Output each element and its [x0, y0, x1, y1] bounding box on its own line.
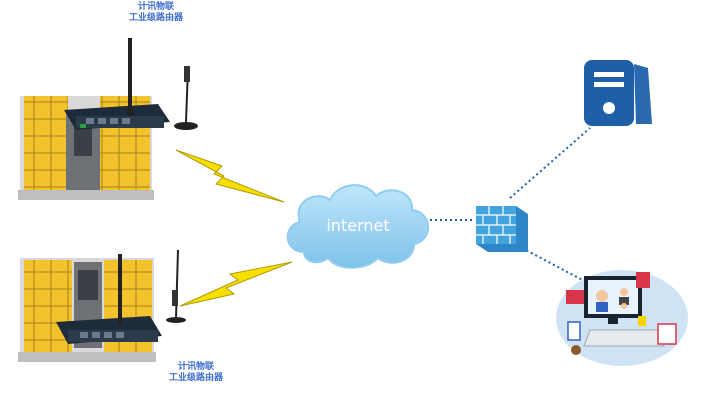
router-icon [64, 104, 170, 130]
lightning-icon [175, 149, 285, 203]
antenna-icon [166, 249, 186, 323]
router-bottom-label-line1: 计讯物联 [177, 362, 214, 372]
cloud-icon [286, 184, 429, 269]
locker-icon [18, 258, 156, 362]
router-top-label: 计讯物联 工业级路由器 [116, 2, 196, 24]
router-bottom-label: 计讯物联 工业级路由器 [156, 362, 236, 384]
network-links [430, 127, 591, 285]
antenna-icon [126, 38, 134, 116]
router-top-label-line1: 计讯物联 [137, 2, 174, 12]
link-firewall-server [509, 127, 591, 199]
internet-label: internet [326, 216, 390, 235]
router-icon [56, 316, 162, 344]
antenna-icon [174, 66, 198, 130]
link-firewall-workstation [521, 247, 591, 285]
firewall-icon [476, 206, 528, 252]
server-icon [584, 60, 652, 126]
router-bottom-label-line2: 工业级路由器 [168, 373, 223, 383]
router-top-label-line2: 工业级路由器 [128, 13, 183, 23]
workstation-icon [556, 270, 688, 366]
lightning-icon [179, 261, 293, 307]
